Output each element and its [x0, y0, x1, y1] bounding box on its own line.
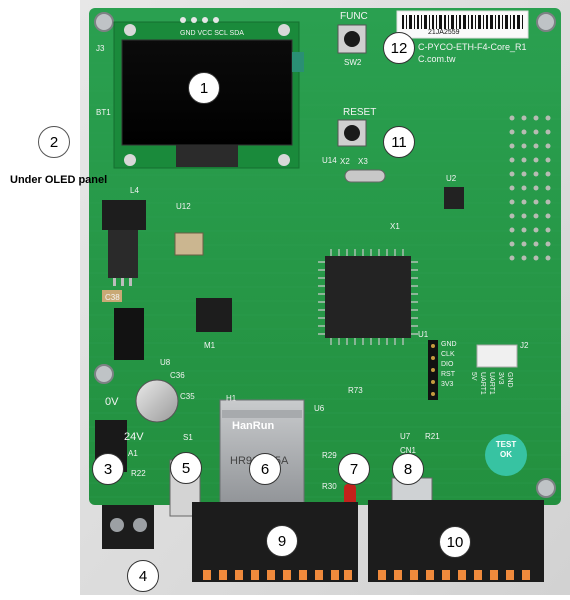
lan-brand: HanRun	[232, 420, 275, 432]
r29-label: R29	[322, 451, 337, 460]
debug-header-labels: GND CLK DIO RST 3V3	[441, 341, 457, 388]
debug-pin-label: GND	[441, 341, 457, 348]
callout-7: 7	[338, 453, 370, 485]
m1-label: M1	[204, 341, 216, 350]
r22-label: R22	[131, 469, 146, 478]
caption-under-oled: Under OLED panel	[10, 174, 108, 186]
l4-label: L4	[130, 186, 139, 195]
twentyfour-volt-label: 24V	[124, 431, 144, 443]
test-ok-sticker: TEST OK	[485, 440, 527, 460]
u7-label: U7	[400, 432, 411, 441]
x2-label: X2	[340, 157, 350, 166]
uart-pin-label: UART1	[488, 372, 495, 395]
barcode-number: 21JA2559	[428, 29, 460, 36]
debug-pin-label: CLK	[441, 351, 455, 358]
uart-pin-label: 3V3	[497, 372, 504, 385]
u14-label: U14	[322, 156, 337, 165]
callout-6: 6	[249, 453, 281, 485]
s1-label: S1	[183, 433, 193, 442]
debug-pin-label: 3V3	[441, 381, 454, 388]
callout-3: 3	[92, 453, 124, 485]
uart-pin-label: 5V	[470, 372, 477, 381]
callout-8: 8	[392, 453, 424, 485]
callout-1: 1	[188, 72, 220, 104]
callout-12: 12	[383, 32, 415, 64]
bt1-label: BT1	[96, 108, 111, 117]
a1-label: A1	[128, 449, 138, 458]
j2-label: J2	[520, 341, 529, 350]
uart-pin-label: GND	[506, 372, 513, 388]
r21-label: R21	[425, 432, 440, 441]
c38-label: C38	[105, 293, 120, 302]
u12-label: U12	[176, 202, 191, 211]
uart-header-labels: 5V UART1 UART1 3V3 GND	[470, 372, 513, 395]
sw2-label: SW2	[344, 58, 362, 67]
c36-label: C36	[170, 371, 185, 380]
r30-label: R30	[322, 482, 337, 491]
u6-label: U6	[314, 404, 325, 413]
u1-label: U1	[418, 330, 429, 339]
oled-pin-labels: GND VCC SCL SDA	[180, 30, 244, 37]
product-url: C.com.tw	[418, 54, 456, 64]
h1-label: H1	[226, 394, 237, 403]
u8-label: U8	[160, 358, 171, 367]
test-ok-line: OK	[500, 450, 512, 459]
j3-label: J3	[96, 44, 105, 53]
reset-label: RESET	[343, 107, 377, 118]
callout-10: 10	[439, 526, 471, 558]
c35-label: C35	[180, 392, 195, 401]
callout-5: 5	[170, 452, 202, 484]
x3-label: X3	[358, 157, 368, 166]
cn1-label: CN1	[400, 446, 417, 455]
debug-pin-label: DIO	[441, 361, 454, 368]
debug-pin-label: RST	[441, 371, 455, 378]
callout-2: 2	[38, 126, 70, 158]
callout-4: 4	[127, 560, 159, 592]
u2-label: U2	[446, 174, 457, 183]
func-label: FUNC	[340, 11, 368, 22]
callout-9: 9	[266, 525, 298, 557]
uart-pin-label: UART1	[479, 372, 486, 395]
x1-label: X1	[390, 222, 400, 231]
product-name: C-PYCO-ETH-F4-Core_R1	[418, 42, 527, 52]
test-ok-line: TEST	[495, 440, 517, 449]
r73-label: R73	[348, 386, 363, 395]
zero-volt-label: 0V	[105, 396, 119, 408]
callout-11: 11	[383, 126, 415, 158]
